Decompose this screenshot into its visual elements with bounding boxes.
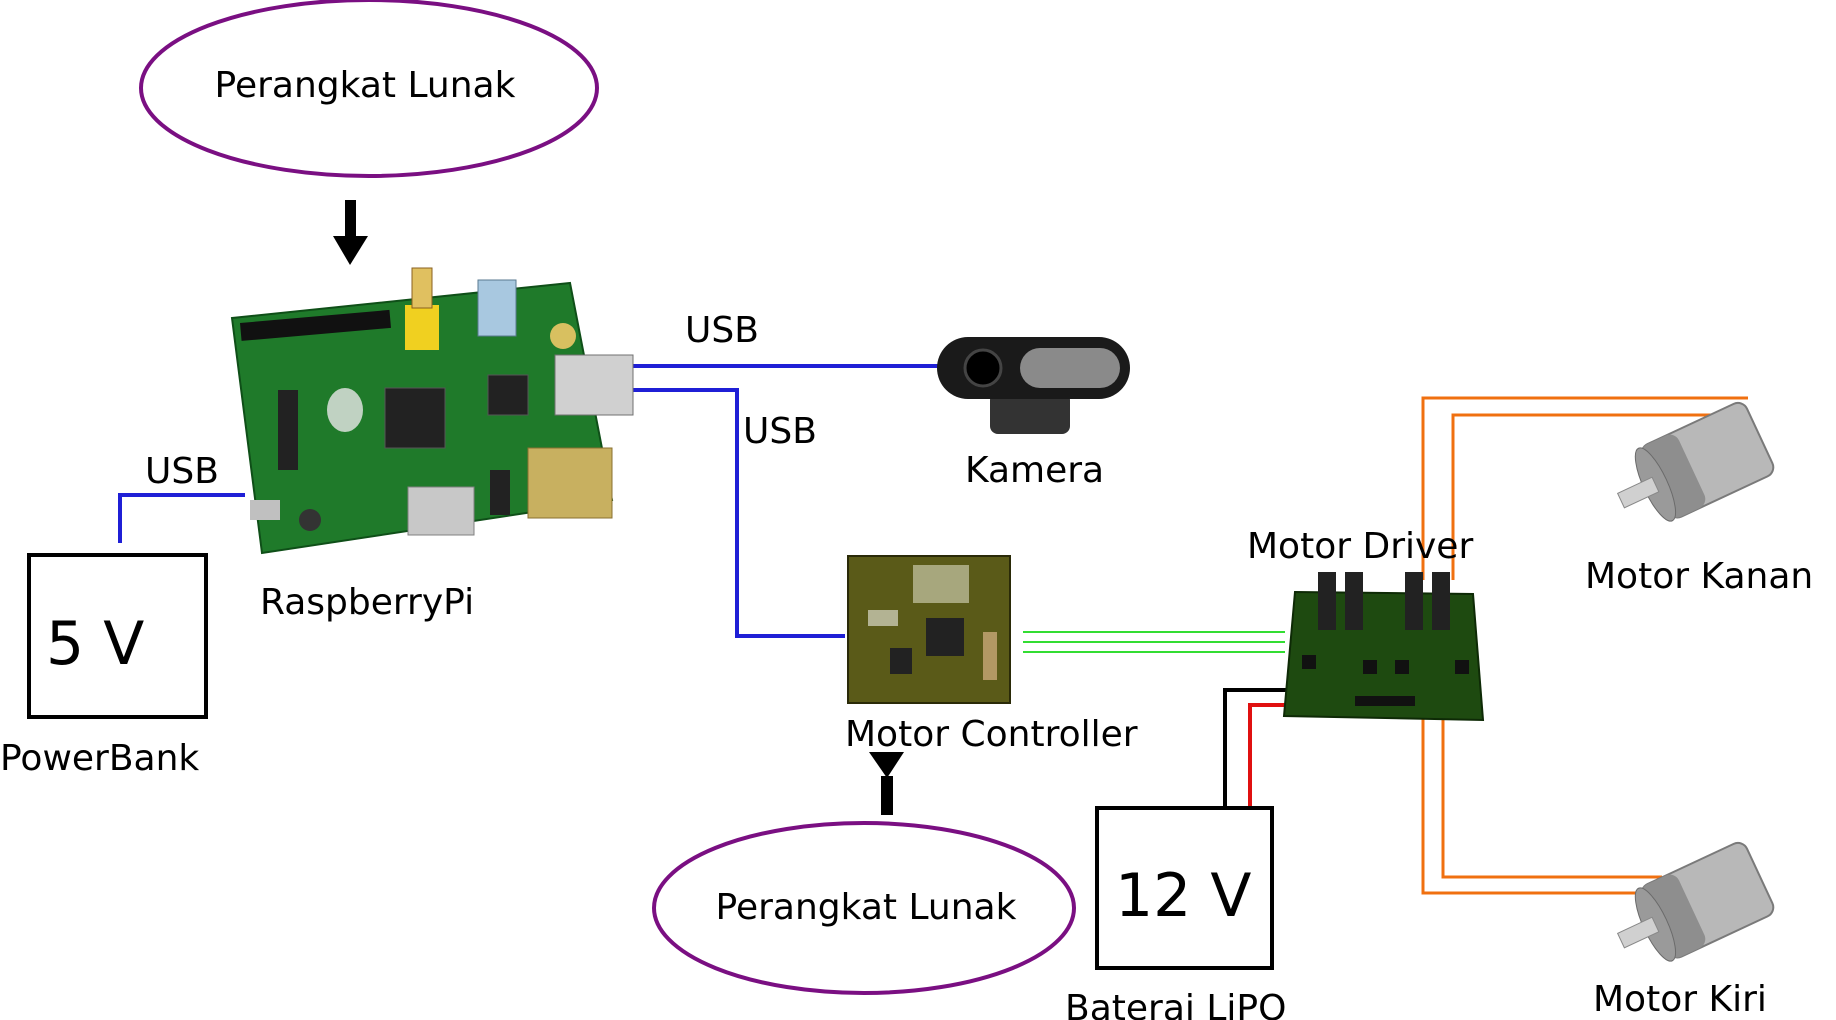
motor-right-icon [1616,401,1775,522]
motor-driver-board [1282,572,1485,722]
arrow-up-icon [869,752,904,815]
raspberry-pi-board [230,267,634,555]
powerbank-label: PowerBank [0,738,199,779]
motor-wires [1421,396,1748,895]
powerbank-voltage: 5 V [46,609,144,679]
software-label-bottom: Perangkat Lunak [716,887,1017,928]
powerbank-node: 5 V [27,553,208,719]
usb-label-powerbank: USB [145,451,219,492]
powerbank-box [27,553,208,719]
usb-wire-controller [633,388,845,638]
software-ellipse [652,821,1076,995]
software-ellipse [139,0,599,178]
motor-controller-board [847,555,1011,704]
battery-label: Baterai LiPO [1065,988,1286,1020]
signal-wires [1023,631,1285,653]
camera-label: Kamera [965,450,1104,491]
raspberry-pi-label: RaspberryPi [260,582,474,623]
battery-wires [1223,688,1290,808]
usb-wire-powerbank [118,493,245,543]
usb-wires [118,364,940,638]
usb-label-controller: USB [743,411,817,452]
motor-left-icon [1616,841,1775,962]
software-node-bottom: Perangkat Lunak [652,821,1076,995]
usb-label-camera: USB [685,310,759,351]
battery-box [1095,806,1274,970]
software-label-top: Perangkat Lunak [215,65,516,106]
webcam-icon [937,337,1130,434]
battery-node: 12 V [1095,806,1274,970]
arrow-down-icon [333,200,368,265]
software-node-top: Perangkat Lunak [139,0,599,178]
motor-right-label: Motor Kanan [1585,556,1813,597]
battery-voltage: 12 V [1115,861,1251,931]
motor-controller-label: Motor Controller [845,714,1138,755]
motor-left-label: Motor Kiri [1593,979,1767,1020]
motor-driver-label: Motor Driver [1247,526,1473,567]
